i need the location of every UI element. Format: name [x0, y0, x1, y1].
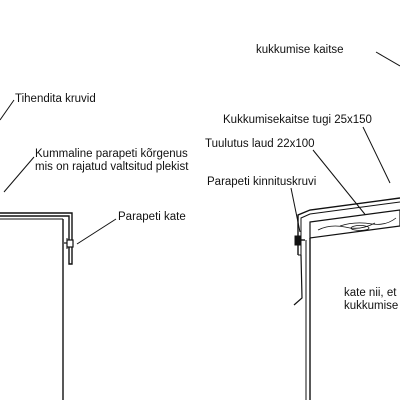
vent-board-grain-1 [317, 222, 376, 231]
leader-vent-board [312, 149, 373, 224]
vent-board [309, 209, 400, 239]
vent-board-knot [350, 225, 370, 231]
leader-rubber-parapet [3, 156, 35, 193]
leader-fall-protection [375, 51, 400, 67]
label-sealed-screws: Tihendita kruvid [15, 93, 96, 105]
leader-parapet-cap [76, 218, 117, 245]
right-cap-flashing-inner [298, 201, 400, 256]
left-cap-flashing [0, 212, 73, 265]
label-parapet-cap: Parapeti kate [118, 211, 186, 223]
left-screw-head [66, 239, 74, 248]
label-rubber-parapet-line2: mis on rajatud valtsitud plekist [35, 161, 189, 173]
label-rubber-parapet-line1: Kummaline parapeti kõrgenus [35, 148, 188, 160]
leader-fall-protection-support [362, 126, 391, 184]
right-cap-flashing [297, 197, 400, 255]
leader-sealed-screws [0, 99, 15, 121]
right-screw-head [294, 235, 301, 246]
label-cover-note-line2: kukkumise k [344, 300, 400, 312]
label-fall-protection-support: Kukkumisekaitse tugi 25x150 [223, 114, 372, 126]
label-vent-board: Tuulutus laud 22x100 [205, 138, 315, 150]
label-fall-protection: kukkumise kaitse [256, 44, 344, 56]
vent-board-grain-2 [339, 217, 397, 227]
label-parapet-fastening-screw: Parapeti kinnituskruvi [207, 176, 317, 188]
right-cap-drip-edge [293, 254, 303, 306]
label-cover-note-line1: kate nii, et o [344, 287, 400, 299]
